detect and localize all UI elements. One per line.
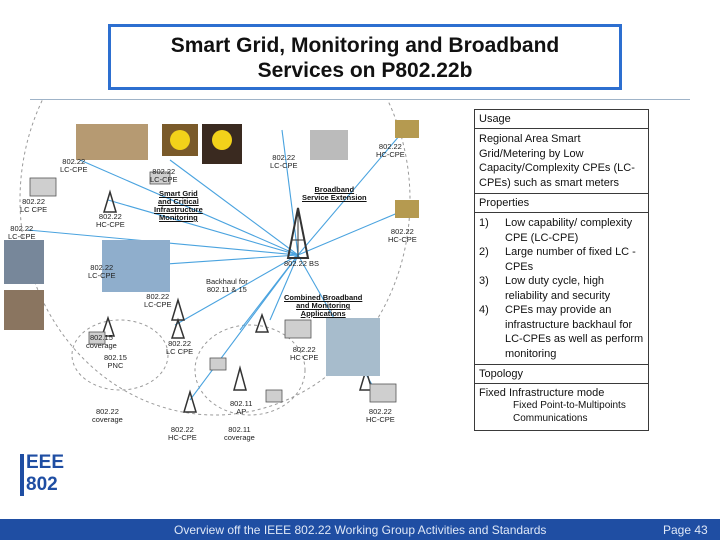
footer-bar: Overview off the IEEE 802.22 Working Gro… xyxy=(0,519,720,540)
usage-header: Usage xyxy=(474,109,649,129)
bs-label: 802.22 BS xyxy=(284,259,320,268)
footer-text: Overview off the IEEE 802.22 Working Gro… xyxy=(174,523,547,537)
property-item: 2)Large number of fixed LC -CPEs xyxy=(479,246,636,273)
cpe-tower-icons xyxy=(100,189,374,413)
title-box: Smart Grid, Monitoring and Broadband Ser… xyxy=(108,24,622,90)
house-icons xyxy=(29,171,397,403)
field-photo xyxy=(76,124,148,160)
properties-list-cell: 1)Low capability/ complexity CPE (LC-CPE… xyxy=(474,212,649,365)
wlan-coverage-circle xyxy=(194,324,306,416)
logo-line2: 802 xyxy=(26,474,58,495)
properties-header: Properties xyxy=(474,193,649,213)
powerline-photo-2 xyxy=(326,318,380,376)
substation-photo xyxy=(4,290,44,330)
topology-mode: Fixed Infrastructure mode xyxy=(479,387,605,399)
logo-line1: EEE xyxy=(26,452,65,473)
topology-cell: Fixed Infrastructure mode Fixed Point-to… xyxy=(474,383,649,431)
truck-icon-2 xyxy=(395,200,419,218)
slide-title-line1: Smart Grid, Monitoring and Broadband xyxy=(170,34,560,57)
radiation-icon-2 xyxy=(212,130,232,150)
topology-header: Topology xyxy=(474,364,649,384)
property-item: 4)CPEs may provide an infrastructure bac… xyxy=(479,304,644,360)
city-photo xyxy=(102,240,170,292)
diagram-canvas xyxy=(4,0,419,416)
property-item: 1)Low capability/ complexity CPE (LC-CPE… xyxy=(479,217,633,244)
bs-links xyxy=(27,129,401,401)
title-divider xyxy=(30,99,690,100)
page-number: Page 43 xyxy=(663,523,708,537)
ieee-802-logo: EEE 802 xyxy=(20,452,74,498)
property-item: 3)Low duty cycle, high reliability and s… xyxy=(479,275,611,302)
properties-list: 1)Low capability/ complexity CPE (LC-CPE… xyxy=(479,216,644,361)
truck-icon xyxy=(395,120,419,138)
logo-bar xyxy=(20,454,24,496)
info-panel: Usage Regional Area Smart Grid/Metering … xyxy=(474,109,649,431)
topology-sub: Fixed Point-to-Multipoints Communication… xyxy=(513,400,626,424)
base-station-tower-icon xyxy=(286,207,310,259)
laptop-icon xyxy=(310,130,348,160)
wpan-coverage-circle xyxy=(71,319,169,391)
slide-title-line2: Services on P802.22b xyxy=(257,59,473,82)
radiation-icon xyxy=(170,130,190,150)
powerline-photo xyxy=(4,240,44,284)
usage-text: Regional Area Smart Grid/Metering by Low… xyxy=(474,128,649,194)
